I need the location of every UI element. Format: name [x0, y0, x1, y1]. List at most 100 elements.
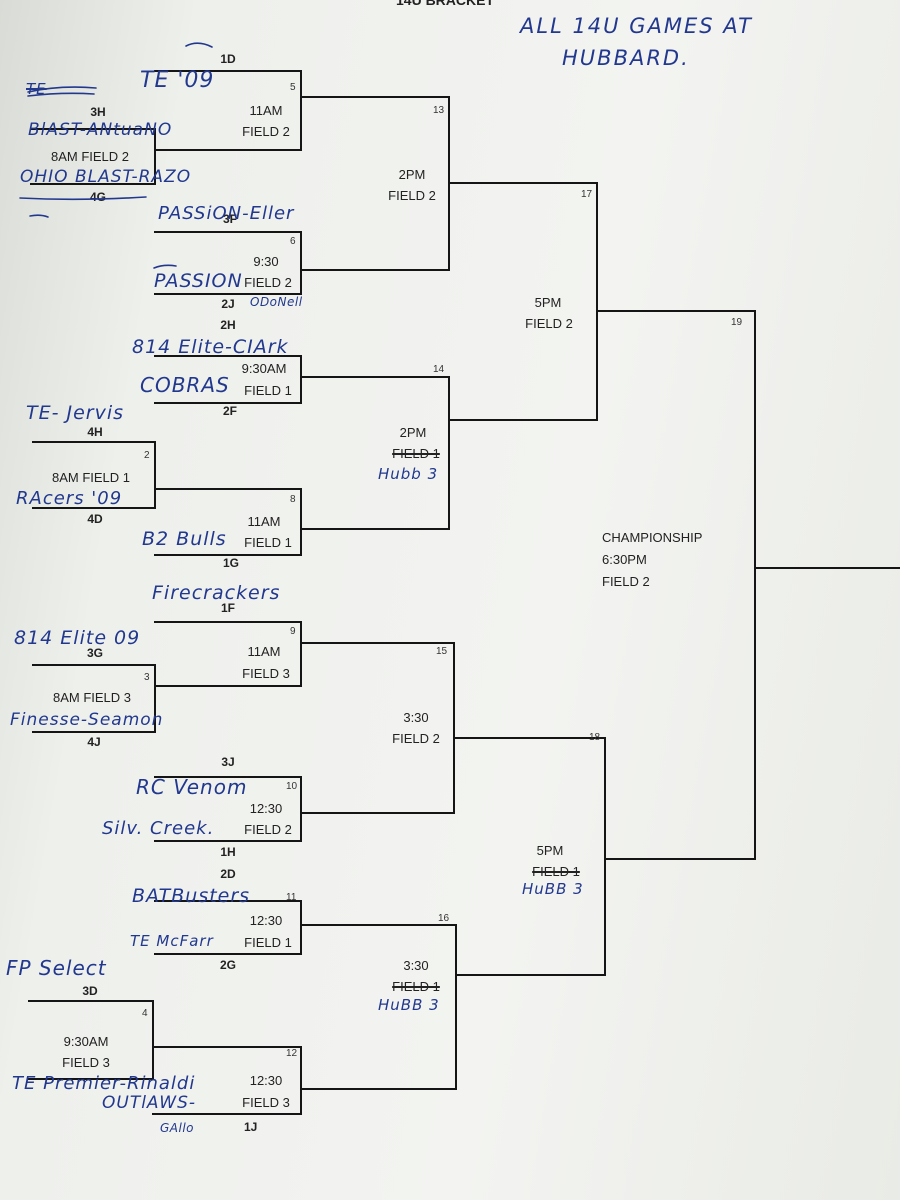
game-13-field: FIELD 2: [388, 188, 436, 203]
hw-blast-antuano: BlAST-ANtuaNO: [28, 120, 173, 140]
line-g16-top: [300, 924, 457, 926]
hw-te-premier-rinaldi: TE Premier-Rinaldi: [12, 1073, 196, 1094]
line-g14-bottom: [300, 528, 450, 530]
line-g7-bottom: [154, 402, 302, 404]
game-7-time: 9:30AM: [241, 361, 287, 376]
hw-outlaws: OUTlAWS-: [102, 1093, 196, 1113]
game-19-number: 19: [731, 317, 743, 328]
line-g8-top: [154, 488, 302, 490]
hw-hubb3-game18: HuBB 3: [522, 880, 584, 898]
hw-ohio-blast-razo: OHIO BLAST-RAZO: [20, 167, 192, 187]
seed-3J: 3J: [221, 755, 235, 769]
seed-2D: 2D: [220, 867, 236, 881]
hw-fp-select: FP Select: [6, 956, 107, 980]
seed-3F: 3F: [222, 212, 238, 226]
game-12-time: 12:30: [249, 1073, 283, 1088]
hw-passion-eller: PASSiON-Eller: [158, 203, 295, 224]
game-4-field: FIELD 3: [62, 1055, 110, 1070]
hw-te-struck: TE: [26, 80, 47, 98]
hw-te-mcfarr: TE McFarr: [130, 932, 214, 950]
hw-814-elite-09: 814 Elite 09: [14, 627, 141, 649]
line-g10-vert: [300, 776, 302, 841]
line-g7-vert: [300, 355, 302, 403]
line-g4-top: [28, 1000, 154, 1002]
game-17-time: 5PM: [534, 295, 562, 310]
line-g17-bottom: [448, 419, 598, 421]
game-10-time: 12:30: [249, 801, 283, 816]
line-g8-bottom: [154, 554, 302, 556]
hw-odonell: ODoNell: [250, 295, 303, 309]
hw-hubb3-game14: Hubb 3: [378, 465, 439, 483]
game-17-field: FIELD 2: [525, 316, 573, 331]
seed-3G: 3G: [86, 646, 104, 660]
line-g1-bottom: [30, 183, 156, 185]
game-18-time: 5PM: [536, 843, 564, 858]
line-g15-bottom: [300, 812, 455, 814]
line-g12-top: [152, 1046, 302, 1048]
line-g18-vert: [604, 737, 606, 975]
championship-label: CHAMPIONSHIP: [602, 530, 703, 545]
line-g16-bottom: [300, 1088, 457, 1090]
line-g17-top: [448, 182, 598, 184]
hw-finesse-seamon: Finesse-Seamon: [10, 710, 164, 730]
game-18-number: 18: [589, 732, 601, 743]
game-10-field: FIELD 2: [244, 822, 292, 837]
seed-4D: 4D: [87, 512, 103, 526]
seed-3D: 3D: [82, 984, 98, 998]
seed-2G: 2G: [219, 958, 237, 972]
underline-ohio-blast: [19, 196, 147, 201]
line-g1-top: [30, 128, 156, 130]
line-g6-vert: [300, 231, 302, 294]
game-18-field-crossed: FIELD 1: [532, 864, 580, 879]
game-3-time-field: 8AM FIELD 3: [52, 690, 132, 705]
game-13-number: 13: [433, 105, 445, 116]
line-g19-top: [596, 310, 756, 312]
game-10-number: 10: [286, 781, 298, 792]
line-g5-top: [154, 70, 302, 72]
game-12-field: FIELD 3: [242, 1095, 290, 1110]
seed-1D: 1D: [220, 52, 236, 66]
game-14-field-crossed: FIELD 1: [392, 446, 440, 461]
game-2-time-field: 8AM FIELD 1: [51, 470, 131, 485]
line-g15-top: [300, 642, 455, 644]
game-7-field: FIELD 1: [244, 383, 292, 398]
note-line-1: ALL 14U GAMES AT: [520, 14, 753, 38]
line-g17-vert: [596, 182, 598, 420]
line-g18-top: [453, 737, 606, 739]
line-g19-bottom: [604, 858, 756, 860]
game-5-field: FIELD 2: [242, 124, 290, 139]
line-g12-vert: [300, 1046, 302, 1114]
seed-2J: 2J: [221, 297, 235, 311]
seed-1H: 1H: [220, 845, 236, 859]
hw-batbusters: BATBusters: [132, 885, 251, 907]
seed-4G: 4G: [89, 190, 107, 204]
hw-b2-bulls: B2 Bulls: [142, 528, 227, 550]
line-g6-top: [154, 231, 302, 233]
line-g4-vert: [152, 1000, 154, 1079]
game-5-time: 11AM: [249, 103, 283, 118]
hw-te-09: TE '09: [140, 68, 215, 93]
game-5-number: 5: [290, 82, 296, 93]
hw-rc-venom: RC Venom: [136, 775, 248, 799]
line-g2-top: [32, 441, 156, 443]
game-4-number: 4: [142, 1008, 148, 1019]
hw-te-jervis: TE- Jervis: [26, 402, 125, 424]
hw-814-elite-clark: 814 Elite-CIArk: [132, 336, 289, 358]
line-g4-bottom: [28, 1078, 154, 1080]
game-11-field: FIELD 1: [244, 935, 292, 950]
game-15-time: 3:30: [403, 710, 429, 725]
line-g13-top: [300, 96, 450, 98]
seed-1G: 1G: [222, 556, 240, 570]
game-4-time: 9:30AM: [63, 1034, 109, 1049]
line-g13-bottom: [300, 269, 450, 271]
line-g7-top: [154, 355, 302, 357]
line-g10-top: [154, 776, 302, 778]
line-g3-vert: [154, 664, 156, 732]
game-17-number: 17: [581, 189, 593, 200]
line-g11-vert: [300, 900, 302, 954]
line-g3-bottom: [32, 731, 156, 733]
game-8-field: FIELD 1: [244, 535, 292, 550]
game-16-number: 16: [438, 913, 450, 924]
game-11-time: 12:30: [249, 913, 283, 928]
game-16-time: 3:30: [403, 958, 429, 973]
